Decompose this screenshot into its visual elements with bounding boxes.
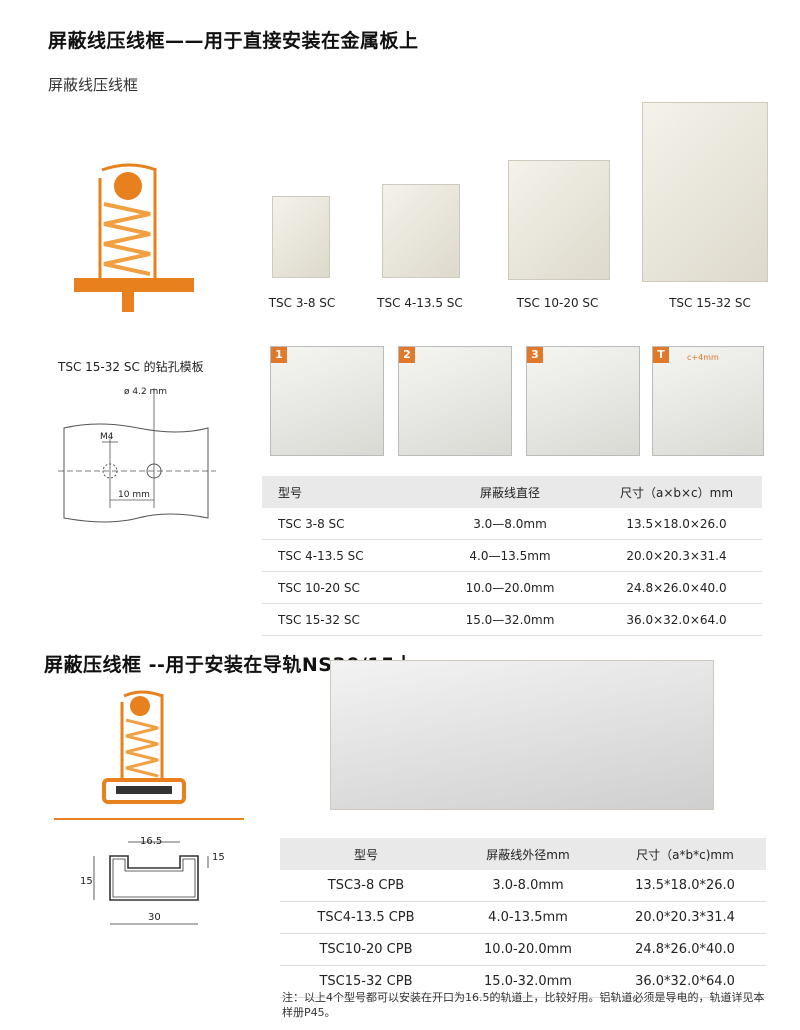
install-step-t: T c+4mm bbox=[652, 346, 764, 456]
rail-dim-bottom: 30 bbox=[148, 912, 161, 923]
rail-dim-top: 16.5 bbox=[140, 836, 163, 847]
drill-diam-label: ø 4.2 mm bbox=[124, 387, 168, 397]
install-step-2: 2 bbox=[398, 346, 512, 456]
rail-product-photo bbox=[330, 660, 714, 810]
product-photo-tsc-10-20 bbox=[508, 160, 610, 280]
drill-thread-label: M4 bbox=[100, 432, 114, 442]
drill-template-title: TSC 15-32 SC 的钻孔模板 bbox=[58, 360, 204, 374]
product-photo-tsc-4-13 bbox=[382, 184, 460, 278]
section2-title: 屏蔽压线框 --用于安装在导轨NS30/15上 bbox=[44, 654, 415, 676]
drill-template-drawing bbox=[58, 388, 216, 523]
step-t-dim-label: c+4mm bbox=[687, 353, 719, 362]
product-caption: TSC 15-32 SC bbox=[669, 296, 751, 310]
product-caption: TSC 10-20 SC bbox=[516, 296, 599, 310]
rail-clamp-diagram bbox=[102, 690, 186, 804]
footnote: 注：以上4个型号都可以安装在开口为16.5的轨道上，比较好用。铝轨道必须是导电的… bbox=[282, 991, 765, 1019]
rail-dim-left: 15 bbox=[80, 876, 93, 887]
rail-dim-right: 15 bbox=[212, 852, 225, 863]
divider bbox=[54, 818, 244, 820]
install-step-3: 3 bbox=[526, 346, 640, 456]
drill-spacing-label: 10 mm bbox=[118, 490, 150, 500]
rail-profile-drawing bbox=[93, 841, 209, 925]
spring-clamp-diagram bbox=[74, 163, 194, 312]
product-photo-tsc-3-8 bbox=[272, 196, 330, 278]
product-caption: TSC 3-8 SC bbox=[268, 296, 336, 310]
section1-subtitle: 屏蔽线压线框 bbox=[48, 76, 139, 94]
product-photo-tsc-15-32 bbox=[642, 102, 768, 282]
install-step-1: 1 bbox=[270, 346, 384, 456]
product-caption: TSC 4-13.5 SC bbox=[377, 296, 463, 310]
section1-title: 屏蔽线压线框——用于直接安装在金属板上 bbox=[48, 30, 419, 52]
